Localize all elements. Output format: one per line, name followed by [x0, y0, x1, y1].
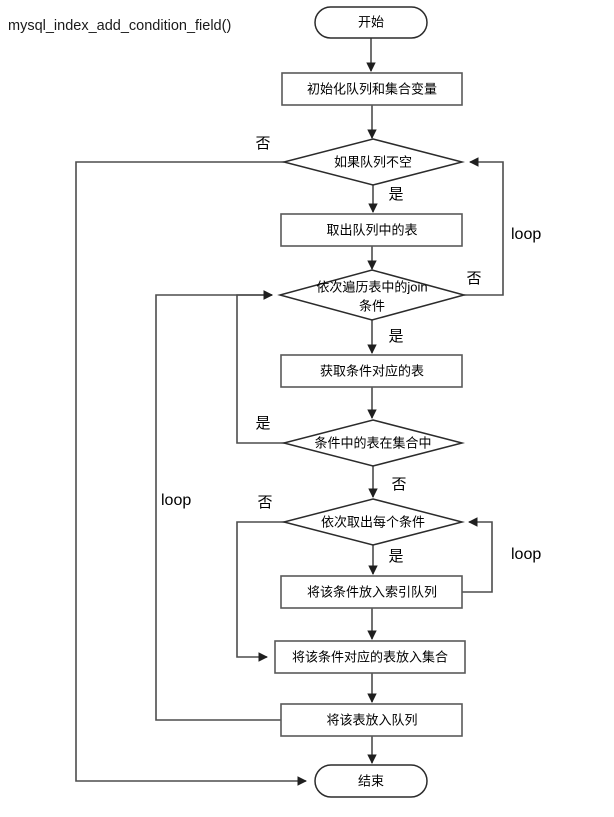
edge-label-layer: 否 是 否 是 是 否 否 是: [255, 135, 481, 565]
edge-iter-cond-no-to-add-to-set: [236, 521, 285, 662]
node-decision-queue-not-empty-label: 如果队列不空: [334, 154, 412, 169]
node-end-label: 结束: [358, 773, 384, 788]
node-decision-iterate-each-condition[interactable]: 依次取出每个条件: [281, 498, 465, 546]
loop-label-middle: loop: [161, 492, 191, 509]
node-start-label: 开始: [358, 14, 384, 29]
node-get-condition-table-label: 获取条件对应的表: [320, 363, 424, 378]
edge-label-iter-cond-no: 否: [257, 494, 272, 511]
node-add-condition-table-to-set-label: 将该条件对应的表放入集合: [292, 649, 448, 664]
node-push-table-into-queue-label: 将该表放入队列: [326, 712, 417, 727]
loop-label-inner: loop: [511, 546, 541, 563]
node-decision-table-in-set-label: 条件中的表在集合中: [314, 435, 431, 450]
node-init-queue-and-set[interactable]: 初始化队列和集合变量: [281, 72, 463, 106]
edge-label-in-set-no: 否: [391, 476, 406, 493]
node-push-condition-index-queue[interactable]: 将该条件放入索引队列: [280, 575, 463, 609]
edge-label-queue-check-no: 否: [255, 135, 270, 152]
node-decision-iterate-each-condition-label: 依次取出每个条件: [321, 514, 425, 529]
node-push-condition-index-queue-label: 将该条件放入索引队列: [307, 584, 437, 599]
node-decision-iterate-join-conditions[interactable]: 依次遍历表中的join 条件: [277, 269, 467, 321]
node-pop-table-label: 取出队列中的表: [326, 222, 417, 237]
edge-push-index-queue-loop-to-iter-cond: [462, 517, 493, 593]
node-push-table-into-queue[interactable]: 将该表放入队列: [280, 703, 463, 737]
edge-label-in-set-yes: 是: [255, 415, 270, 432]
node-pop-table-from-queue[interactable]: 取出队列中的表: [280, 213, 463, 247]
loop-label-outer: loop: [511, 226, 541, 243]
edge-label-iter-join-no: 否: [466, 270, 481, 287]
edge-label-iter-cond-yes: 是: [388, 548, 403, 565]
function-title: mysql_index_add_condition_field(): [8, 18, 231, 34]
node-init-label: 初始化队列和集合变量: [307, 81, 437, 96]
edge-push-queue-loop-to-iter-join: [155, 290, 281, 721]
node-decision-iterate-join-line1: 依次遍历表中的join: [316, 279, 427, 294]
edge-label-iter-join-yes: 是: [388, 328, 403, 345]
node-end[interactable]: 结束: [314, 764, 428, 798]
node-add-condition-table-to-set[interactable]: 将该条件对应的表放入集合: [274, 640, 466, 674]
edge-queue-check-no-to-end: [75, 161, 307, 786]
node-start[interactable]: 开始: [314, 6, 428, 39]
node-decision-iterate-join-line2: 条件: [359, 298, 385, 313]
edge-label-queue-check-yes: 是: [388, 186, 403, 203]
node-decision-queue-not-empty[interactable]: 如果队列不空: [281, 138, 465, 186]
edge-iter-join-no-to-queue-check: [464, 157, 504, 296]
loop-label-layer: loop loop loop: [161, 226, 541, 563]
node-decision-table-in-set[interactable]: 条件中的表在集合中: [281, 419, 465, 467]
node-get-condition-table[interactable]: 获取条件对应的表: [280, 354, 463, 388]
connector-layer: [75, 38, 504, 786]
